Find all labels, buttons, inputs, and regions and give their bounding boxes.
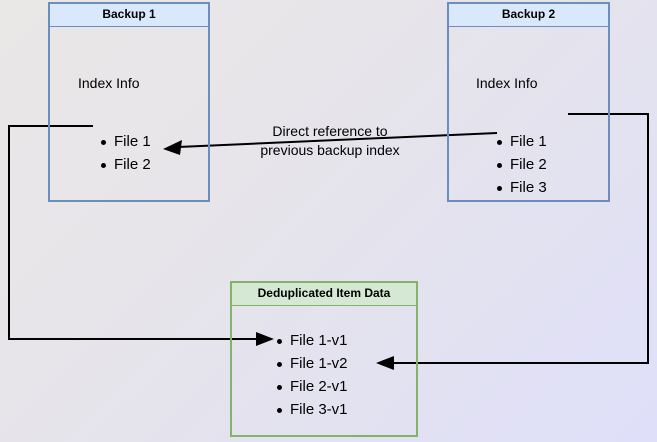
node-backup-2-index-info-label: Index Info <box>476 75 538 91</box>
list-item: File 1 <box>496 130 547 153</box>
list-item: File 1-v2 <box>276 352 348 375</box>
node-backup-2-body: Index Info File 1 File 2 File 3 <box>449 27 608 200</box>
node-backup-2-file-list: File 1 File 2 File 3 <box>496 130 547 199</box>
list-item: File 3-v1 <box>276 398 348 421</box>
node-deduplicated-item-data-file-list: File 1-v1 File 1-v2 File 2-v1 File 3-v1 <box>276 329 348 421</box>
node-backup-1-file-list: File 1 File 2 <box>100 130 151 176</box>
node-deduplicated-item-data[interactable]: Deduplicated Item Data File 1-v1 File 1-… <box>230 281 418 437</box>
annotation-direct-reference: Direct reference to previous backup inde… <box>260 123 400 158</box>
list-item: File 1 <box>100 130 151 153</box>
node-backup-2[interactable]: Backup 2 Index Info File 1 File 2 File 3 <box>447 2 610 202</box>
node-deduplicated-item-data-header: Deduplicated Item Data <box>232 283 416 306</box>
list-item: File 1-v1 <box>276 329 348 352</box>
list-item: File 2-v1 <box>276 375 348 398</box>
node-backup-1[interactable]: Backup 1 Index Info File 1 File 2 <box>48 2 210 202</box>
list-item: File 2 <box>100 153 151 176</box>
node-backup-2-header: Backup 2 <box>449 4 608 27</box>
list-item: File 3 <box>496 176 547 199</box>
node-backup-1-body: Index Info File 1 File 2 <box>50 27 208 200</box>
node-deduplicated-item-data-body: File 1-v1 File 1-v2 File 2-v1 File 3-v1 <box>232 306 416 435</box>
node-backup-1-index-info-label: Index Info <box>78 75 140 91</box>
node-backup-1-header: Backup 1 <box>50 4 208 27</box>
list-item: File 2 <box>496 153 547 176</box>
